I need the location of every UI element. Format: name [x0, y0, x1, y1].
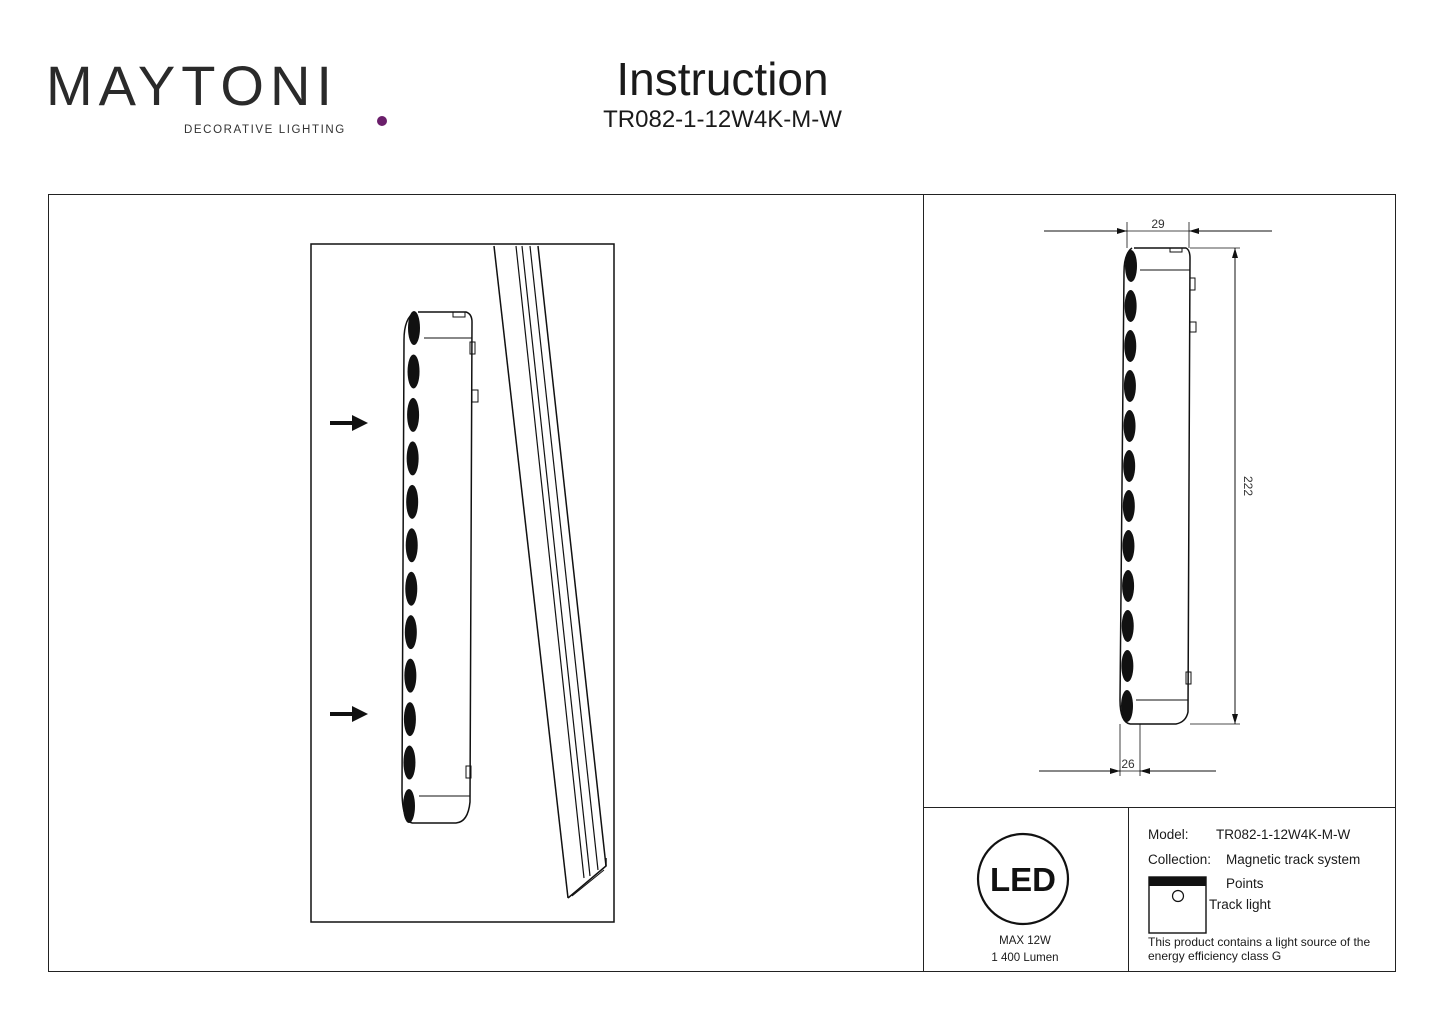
- type-value: Points: [1226, 876, 1264, 891]
- frame-divider-vertical: [923, 194, 924, 972]
- led-dot: [1122, 570, 1135, 602]
- led-power: MAX 12W: [999, 935, 1051, 947]
- led-dot: [406, 441, 419, 476]
- led-lumen: 1 400 Lumen: [991, 952, 1059, 964]
- led-dot: [408, 311, 420, 345]
- installation-illustration: [310, 243, 615, 923]
- spec-divider-vertical: [1128, 807, 1129, 972]
- led-dot: [403, 745, 416, 780]
- led-dot: [1124, 290, 1137, 322]
- dim-width-top: 29: [1151, 217, 1165, 231]
- track-light-icon: [1148, 876, 1207, 934]
- led-dot: [403, 702, 416, 737]
- track-light-label: Track light: [1209, 897, 1271, 912]
- dimension-drawing: [1039, 222, 1272, 776]
- led-dots-dimension: [1121, 250, 1137, 722]
- led-dot: [403, 789, 415, 823]
- led-dots-illustration: [403, 311, 420, 823]
- model-code: TR082-1-12W4K-M-W: [603, 106, 842, 133]
- led-dot: [406, 484, 419, 519]
- led-icon: LED: [976, 832, 1070, 926]
- collection-label: Collection:: [1148, 852, 1212, 867]
- mount-arrow-bottom: [330, 706, 368, 722]
- dim-height: 222: [1241, 476, 1255, 496]
- led-dot: [1123, 450, 1136, 482]
- led-dot: [405, 571, 418, 606]
- brand-name: MAYTONI: [46, 54, 338, 117]
- led-dot: [1122, 530, 1135, 562]
- led-dot: [404, 615, 417, 650]
- led-dot: [1125, 250, 1137, 282]
- drawing-frame: [48, 194, 1396, 972]
- brand-dot: [377, 116, 387, 126]
- led-dot: [1123, 410, 1136, 442]
- collection-value: Magnetic track system: [1226, 852, 1361, 867]
- led-dot: [1121, 610, 1134, 642]
- led-dot: [407, 354, 420, 389]
- led-dot: [404, 658, 417, 693]
- led-dot: [1121, 690, 1133, 722]
- led-dot: [1122, 490, 1135, 522]
- page-title: Instruction: [616, 53, 829, 105]
- model-label: Model:: [1148, 827, 1189, 842]
- led-specs: MAX 12W 1 400 Lumen: [960, 933, 1090, 967]
- brand-logo: MAYTONI DECORATIVE LIGHTING: [46, 54, 387, 138]
- led-dot: [407, 397, 420, 432]
- frame-divider-horizontal: [923, 807, 1396, 808]
- led-dot: [1123, 370, 1136, 402]
- dim-width-bottom: 26: [1121, 757, 1135, 771]
- led-badge-text: LED: [990, 861, 1056, 898]
- energy-note: This product contains a light source of …: [1148, 935, 1371, 963]
- led-dot: [1124, 330, 1137, 362]
- led-dot: [405, 528, 418, 563]
- led-dot: [1121, 650, 1134, 682]
- brand-tagline: DECORATIVE LIGHTING: [184, 124, 346, 136]
- model-value: TR082-1-12W4K-M-W: [1216, 827, 1351, 842]
- mount-arrow-top: [330, 415, 368, 431]
